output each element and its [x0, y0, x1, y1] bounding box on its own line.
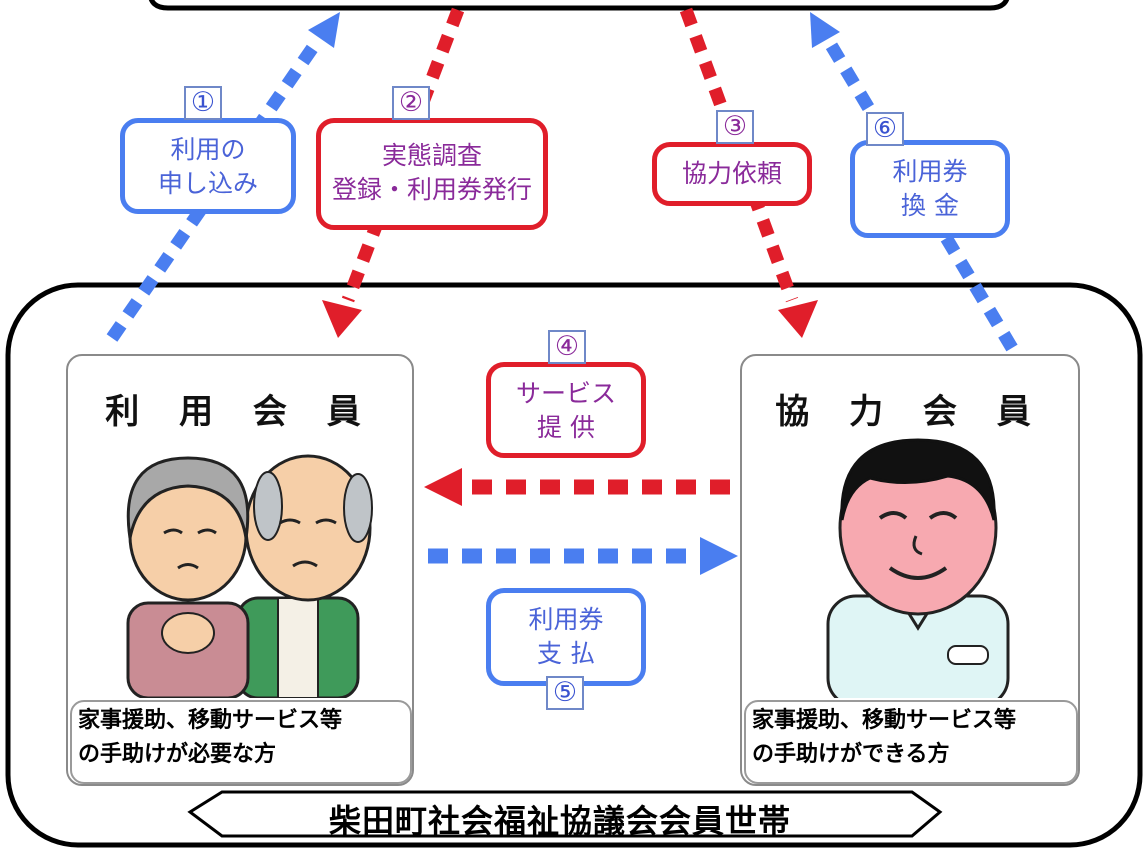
label-request-line-1: 協力依頼 [681, 159, 782, 188]
label-payment-line-1: 利用券 [528, 605, 604, 634]
user-desc-line-1: 家事援助、移動サービス等 [78, 708, 343, 733]
badge-exchange-number: ⑥ [866, 112, 904, 146]
helper-member-panel: 協 力 会 員 家事援助、移動サービス等 の手助けができる方 [740, 354, 1080, 786]
label-exchange: 利用券 換 金 [850, 140, 1010, 238]
user-member-description: 家事援助、移動サービス等 の手助けが必要な方 [70, 700, 412, 784]
top-organization-frame [148, 0, 1010, 11]
label-apply: 利用の 申し込み [120, 118, 296, 214]
helper-member-title: 協 力 会 員 [775, 392, 1045, 432]
elderly-couple-illustration [126, 454, 373, 698]
label-request: 協力依頼 [652, 142, 812, 206]
label-apply-line-1: 利用の [170, 135, 246, 164]
helper-desc-line-2: の手助けができる方 [752, 742, 950, 767]
label-survey: 実態調査 登録・利用券発行 [316, 118, 548, 230]
label-service-line-1: サービス [515, 379, 616, 408]
badge-service-number: ④ [548, 330, 586, 364]
user-member-title: 利 用 会 員 [105, 392, 375, 432]
helper-desc-line-1: 家事援助、移動サービス等 [752, 708, 1017, 733]
badge-request-number: ③ [716, 110, 754, 144]
footer-banner [187, 790, 943, 838]
user-desc-line-2: の手助けが必要な方 [78, 742, 277, 767]
badge-apply-number: ① [184, 86, 222, 120]
label-survey-line-1: 実態調査 [381, 141, 482, 170]
arrow-payment [428, 537, 738, 575]
badge-survey-number: ② [392, 86, 430, 120]
label-service-line-2: 提 供 [537, 413, 595, 442]
footer-title: 柴田町社会福祉協議会会員世帯 [328, 802, 791, 840]
label-exchange-line-2: 換 金 [901, 191, 959, 220]
helper-member-description: 家事援助、移動サービス等 の手助けができる方 [744, 700, 1078, 784]
label-service: サービス 提 供 [486, 362, 646, 458]
label-apply-line-2: 申し込み [157, 169, 258, 198]
arrow-service [424, 468, 730, 506]
user-member-panel: 利 用 会 員 家事援助、移動サービス等 の手助けが必要な方 [66, 354, 414, 786]
label-survey-line-2: 登録・利用券発行 [331, 175, 532, 204]
label-payment: 利用券 支 払 [486, 588, 646, 686]
badge-payment-number: ⑤ [546, 676, 584, 710]
label-exchange-line-1: 利用券 [892, 157, 968, 186]
label-payment-line-2: 支 払 [537, 639, 595, 668]
helper-illustration [826, 438, 1010, 698]
